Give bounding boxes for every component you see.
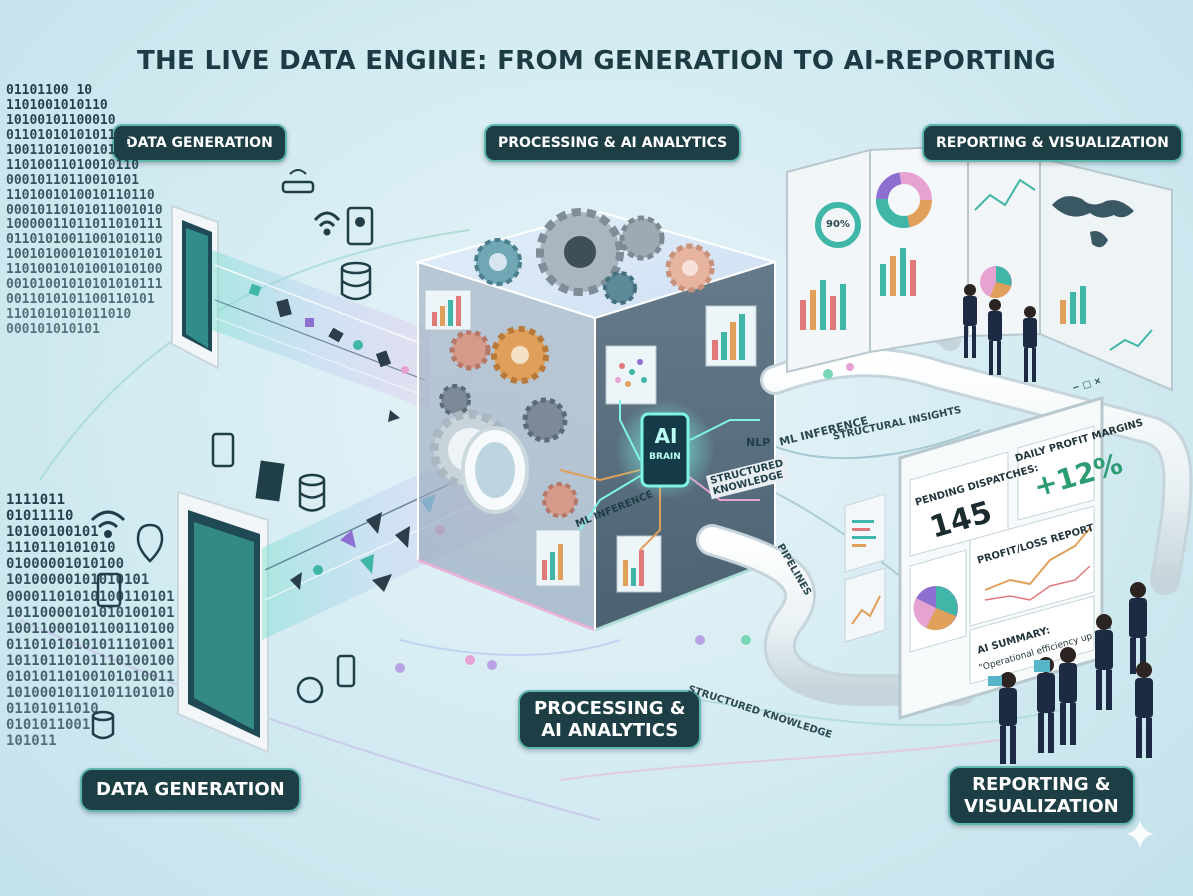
binary-line: 1101010101011010 — [6, 307, 132, 323]
gauge-value: 90% — [826, 219, 850, 230]
label-processing-bottom-line1: PROCESSING & — [534, 698, 686, 719]
binary-line: 0110101010101101 — [6, 127, 132, 143]
router-icon — [281, 169, 315, 194]
ai-brain-title: AI — [654, 424, 678, 448]
face-scan-icon — [296, 676, 324, 704]
binary-line: 01011110 — [6, 508, 74, 525]
cube-chart-cards — [424, 289, 757, 593]
receipt-icon — [255, 460, 285, 502]
label-reporting-top: REPORTING & VISUALIZATION — [922, 124, 1183, 162]
binary-line: 1001101010010101 — [6, 142, 132, 158]
wifi-icon-bottom — [90, 510, 126, 538]
bottom-source-screen — [177, 490, 269, 754]
phone-card-icon — [96, 572, 122, 608]
label-data-generation-bottom: DATA GENERATION — [80, 768, 301, 812]
ai-brain-chip — [615, 400, 715, 500]
binary-line: 10010100010101010101 — [6, 247, 163, 263]
binary-line: 1101001010010110110 — [6, 187, 155, 203]
binary-line: 10000011011011010111 — [6, 217, 163, 233]
side-mini-cards — [844, 493, 886, 643]
binary-line: 10110110101110100100 — [6, 652, 175, 669]
label-reporting-bottom-line1: REPORTING & — [972, 774, 1111, 795]
binary-line: 10110000101010100101 — [6, 604, 175, 621]
binary-line: 0101011001 — [6, 717, 91, 734]
top-data-particles — [248, 283, 409, 422]
binary-line: 01101100 10 — [6, 83, 93, 98]
mobile-icon — [336, 654, 356, 688]
binary-line: 1101001010110 — [6, 97, 108, 113]
people-figures — [963, 284, 1153, 764]
binary-line: 01101010101011101001 — [6, 636, 175, 653]
label-reporting-bottom-line2: VISUALIZATION — [964, 795, 1119, 817]
location-pin-icon — [136, 523, 164, 563]
label-processing-bottom: PROCESSING & AI ANALYTICS — [518, 690, 702, 750]
database-icon — [340, 261, 372, 301]
cube-nlp-label: NLP — [746, 436, 771, 449]
binary-line: 11010011010010110 — [6, 157, 140, 173]
wifi-icon — [313, 211, 341, 236]
binary-line: 00010110110010101 — [6, 172, 140, 188]
binary-line: 10100000101010101 — [6, 572, 150, 589]
label-processing-bottom-line2: AI ANALYTICS — [541, 719, 679, 741]
top-source-screen — [171, 204, 219, 370]
binary-line: 01101010011001010110 — [6, 232, 163, 248]
binary-line: 00001101010100110101 — [6, 588, 175, 605]
binary-line: 00010110101011001010 — [6, 202, 163, 218]
binary-line: 01000001010100 — [6, 556, 125, 573]
intake-port — [461, 426, 529, 514]
robot-phone-icon — [346, 206, 374, 246]
dashboard-window — [898, 395, 1104, 721]
label-reporting-bottom: REPORTING & VISUALIZATION — [948, 766, 1135, 826]
gear-icon-cluster — [474, 208, 715, 305]
ai-brain-subtitle: BRAIN — [649, 452, 681, 462]
pipe-nodes — [395, 363, 854, 673]
binary-line: 1111011 — [6, 492, 66, 508]
database-icon-bottom — [298, 473, 326, 512]
page-title: THE LIVE DATA ENGINE: FROM GENERATION TO… — [136, 46, 1057, 76]
binary-line: 0011010101100110101 — [6, 292, 155, 308]
sparkle-icon — [1126, 820, 1154, 848]
database-icon-small — [91, 710, 115, 740]
binary-line: 1110110101010 — [6, 540, 116, 557]
binary-line: 101011 — [6, 733, 57, 750]
top-beam — [212, 250, 430, 410]
label-processing-top: PROCESSING & AI ANALYTICS — [484, 124, 742, 162]
binary-line: 10100100101 — [6, 524, 99, 541]
reporting-screens — [786, 144, 1173, 392]
binary-line: 10011000101100110100 — [6, 620, 175, 637]
tablet-icon — [211, 432, 235, 468]
binary-line: 01101011010 — [6, 701, 99, 718]
binary-line: 000101010101 — [6, 322, 100, 337]
binary-line: 00101001010101010111 — [6, 277, 163, 293]
binary-line: 01010110100101010011 — [6, 669, 175, 686]
label-data-generation-top: DATA GENERATION — [112, 124, 287, 162]
binary-line: 11010010101001010100 — [6, 262, 163, 278]
binary-line: 10100101100010 — [6, 112, 116, 128]
binary-line: 10100010110101101010 — [6, 685, 175, 702]
